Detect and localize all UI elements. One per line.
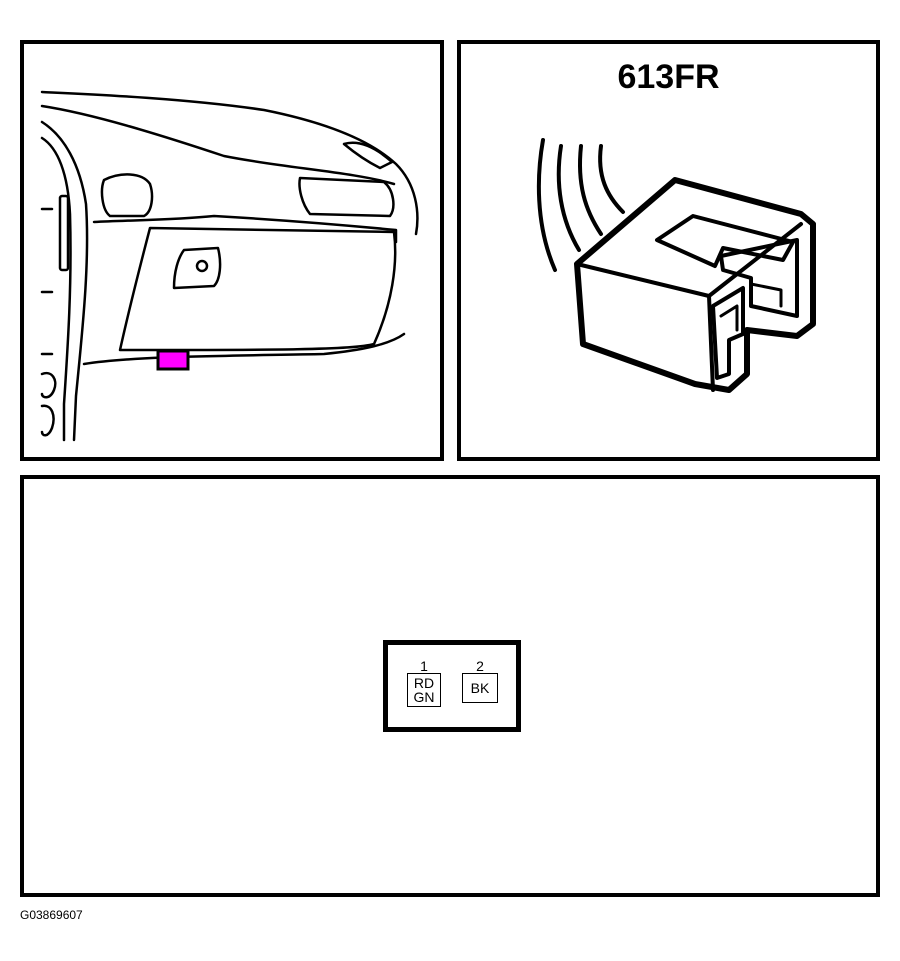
wire-color-stripe: GN [413, 689, 435, 705]
pin-wire-color-box: BK [462, 673, 498, 703]
pin-wire-color-box: RD GN [407, 673, 441, 707]
wire-color-primary: BK [470, 680, 490, 696]
connector-highlight-marker [156, 349, 190, 371]
connector-view-panel: 613FR [457, 40, 880, 461]
pin-1: 1 RD GN [407, 659, 441, 707]
dashboard-illustration [40, 90, 419, 442]
pinout-panel: 1 RD GN 2 BK [20, 475, 880, 897]
pin-number: 1 [420, 658, 428, 674]
pin-2: 2 BK [462, 659, 498, 703]
wire-color-primary: RD [413, 675, 435, 691]
connector-pin-face: 1 RD GN 2 BK [383, 640, 521, 732]
connector-location-panel [20, 40, 444, 461]
connector-housing-illustration [536, 138, 816, 393]
figure-id: G03869607 [20, 908, 83, 922]
connector-code-label: 613FR [617, 58, 720, 96]
pin-number: 2 [476, 658, 484, 674]
